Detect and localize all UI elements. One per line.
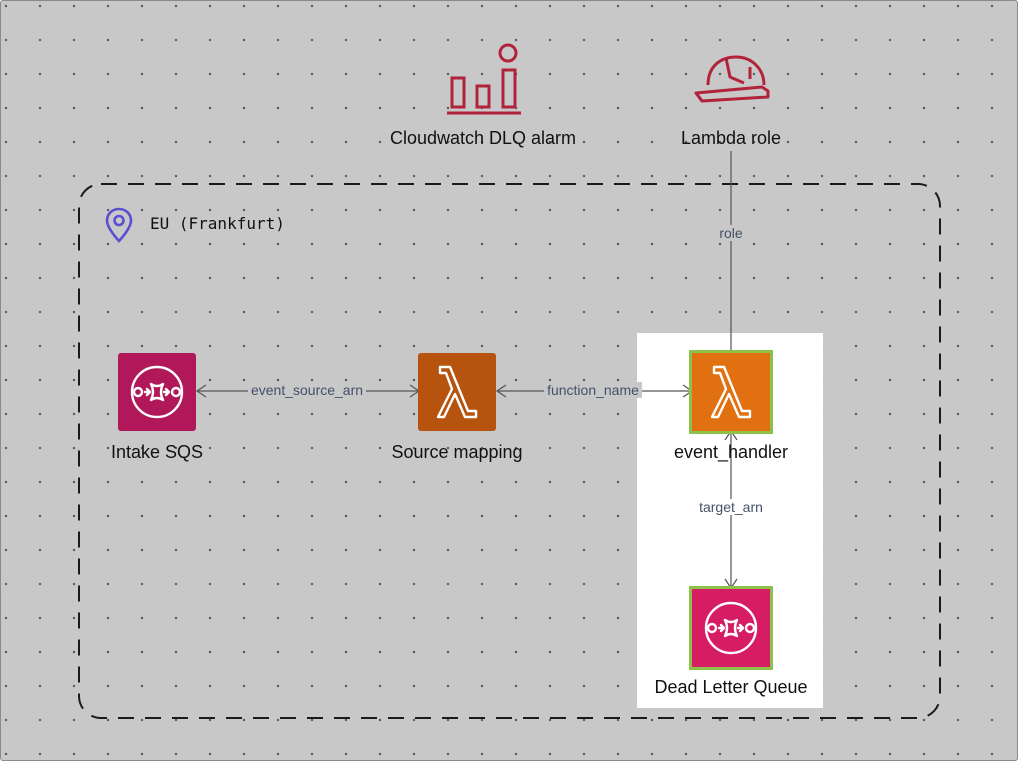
lambda-role-label: Lambda role — [680, 128, 782, 148]
cloudwatch-alarm-icon[interactable] — [445, 43, 523, 117]
cloudwatch-label: Cloudwatch DLQ alarm — [389, 128, 577, 148]
dead-letter-queue-label: Dead Letter Queue — [654, 677, 808, 697]
region-boundary — [78, 183, 941, 719]
edge-label-target-arn: target_arn — [696, 499, 766, 515]
edge-label-role: role — [716, 225, 746, 241]
edge-label-function-name: function_name — [544, 382, 642, 398]
lambda-icon[interactable] — [689, 350, 773, 434]
edge-label-event-source-arn: event_source_arn — [247, 382, 367, 398]
intake-sqs-label: Intake SQS — [110, 442, 204, 462]
source-mapping-label: Source mapping — [391, 442, 523, 462]
sqs-queue-icon[interactable] — [689, 586, 773, 670]
iam-role-helmet-icon[interactable] — [692, 53, 772, 105]
region-label: EU (Frankfurt) — [150, 214, 285, 233]
location-pin-icon — [105, 207, 133, 243]
event-handler-label: event_handler — [673, 442, 789, 462]
sqs-queue-icon[interactable] — [118, 353, 196, 431]
lambda-icon[interactable] — [418, 353, 496, 431]
